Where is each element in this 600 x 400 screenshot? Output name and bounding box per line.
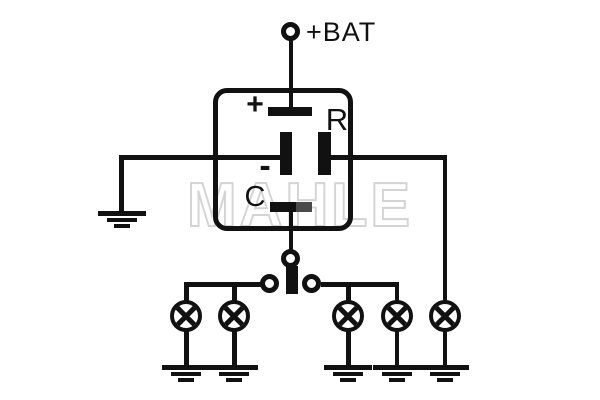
- relay-c-label: C: [244, 181, 266, 213]
- battery-terminal-label: +BAT: [306, 16, 377, 47]
- relay-r-label: R: [325, 101, 349, 137]
- drop-lamp-4: [394, 282, 399, 301]
- wire-r-horizontal: [331, 155, 447, 160]
- ground-symbol-3: [324, 365, 372, 382]
- wire-minus-horizontal: [119, 155, 280, 160]
- lamp-symbol-1: [170, 300, 202, 332]
- drop-ground-5: [442, 330, 447, 366]
- lamp-symbol-2: [218, 300, 250, 332]
- relay-outline: [213, 88, 353, 231]
- drop-ground-3: [346, 330, 351, 366]
- ground-symbol-main: [98, 211, 146, 228]
- ground-symbol-2: [210, 365, 258, 382]
- switch-contact-left-circle: [260, 274, 279, 293]
- lamp-symbol-5: [429, 300, 461, 332]
- drop-ground-1: [184, 330, 189, 366]
- drop-lamp-3: [346, 282, 351, 301]
- ground-symbol-4: [372, 365, 421, 382]
- relay-minus-label: -: [259, 147, 271, 185]
- switch-contact-right-circle: [302, 274, 321, 293]
- relay-contact-bar-right: [318, 132, 331, 175]
- ground-symbol-5: [420, 365, 469, 382]
- bus-left-lamps: [184, 282, 261, 287]
- relay-c-terminal-bar-overlap: [296, 202, 312, 212]
- switch-pivot-circle: [281, 249, 300, 268]
- bus-right-lamps: [321, 282, 399, 287]
- relay-plus-label: +: [246, 88, 264, 121]
- relay-contact-bar-left: [280, 132, 292, 175]
- wire-c-to-switch: [288, 212, 293, 250]
- relay-plus-terminal-bar: [268, 107, 312, 116]
- ground-symbol-1: [162, 365, 210, 382]
- drop-ground-2: [232, 330, 237, 366]
- wire-r-vertical: [442, 155, 447, 301]
- lamp-symbol-4: [381, 300, 413, 332]
- wire-battery-to-relay: [288, 40, 293, 107]
- lamp-symbol-3: [332, 300, 364, 332]
- battery-terminal-circle: [281, 22, 300, 41]
- drop-lamp-2: [232, 282, 237, 301]
- switch-lever: [286, 266, 298, 294]
- drop-ground-4: [394, 330, 399, 366]
- relay-c-terminal-bar: [270, 202, 296, 212]
- wire-minus-vertical: [119, 155, 124, 212]
- drop-lamp-1: [184, 282, 189, 301]
